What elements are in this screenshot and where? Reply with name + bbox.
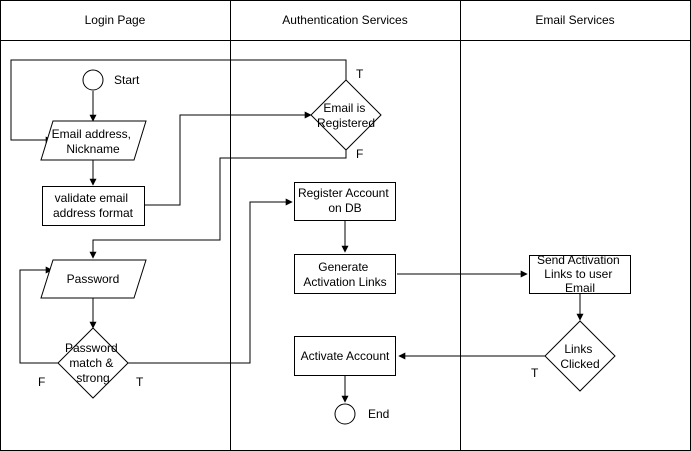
end-node bbox=[334, 403, 356, 425]
generate-links-line-1: Generate bbox=[318, 260, 368, 274]
register-account-node bbox=[294, 182, 396, 221]
password-check-label: Password match & strong bbox=[65, 341, 121, 385]
validate-email-label: validate email address format bbox=[53, 191, 134, 220]
password-input-node bbox=[40, 259, 147, 299]
send-links-label: Send Activation Links to user Email bbox=[537, 253, 623, 295]
edge-validate-to-registered bbox=[145, 111, 312, 206]
password-check-line-3: strong bbox=[76, 371, 109, 385]
edge-check-false-loop bbox=[19, 266, 58, 364]
email-input-node bbox=[40, 120, 147, 161]
generate-links-node bbox=[294, 254, 396, 294]
validate-email-line-2: address format bbox=[53, 206, 134, 220]
generate-links-line-2: Activation Links bbox=[303, 275, 386, 289]
send-links-line-1: Send Activation bbox=[537, 253, 620, 267]
start-label: Start bbox=[114, 73, 140, 87]
lane-title-authentication-services: Authentication Services bbox=[282, 13, 407, 27]
lane-title-email-services: Email Services bbox=[535, 13, 614, 27]
links-clicked-label: Links Clicked bbox=[560, 342, 599, 371]
nodes bbox=[40, 69, 631, 425]
password-input-line-1: Password bbox=[67, 272, 120, 286]
register-account-line-2: on DB bbox=[328, 201, 361, 215]
send-links-node bbox=[529, 255, 631, 294]
end-label: End bbox=[368, 407, 389, 421]
activate-account-label: Activate Account bbox=[301, 349, 390, 363]
password-false-label: F bbox=[38, 375, 45, 389]
register-account-label: Register Account on DB bbox=[298, 186, 392, 215]
validate-email-line-1: validate email bbox=[55, 191, 128, 205]
password-input-label: Password bbox=[67, 272, 120, 286]
connectors bbox=[10, 59, 584, 403]
send-links-line-2: Links to user bbox=[544, 267, 612, 281]
edge-check-true-to-register bbox=[128, 198, 293, 364]
links-clicked-node bbox=[544, 320, 616, 392]
email-registered-line-1: Email is bbox=[323, 101, 365, 115]
activate-account-line-1: Activate Account bbox=[301, 349, 390, 363]
lane-title-login-page: Login Page bbox=[85, 13, 146, 27]
email-input-line-2: Nickname bbox=[66, 142, 120, 156]
edge-registered-true-loop bbox=[10, 59, 347, 144]
generate-links-label: Generate Activation Links bbox=[303, 260, 386, 289]
registered-false-label: F bbox=[356, 147, 363, 161]
email-registered-label: Email is Registered bbox=[317, 101, 375, 130]
password-check-line-1: Password bbox=[65, 341, 118, 355]
password-true-label: T bbox=[136, 375, 144, 389]
registered-true-label: T bbox=[356, 67, 364, 81]
links-clicked-line-1: Links bbox=[564, 342, 592, 356]
email-registered-node bbox=[310, 79, 382, 151]
email-input-label: Email address, Nickname bbox=[52, 127, 135, 156]
send-links-line-3: Email bbox=[565, 281, 595, 295]
start-node bbox=[82, 69, 104, 91]
links-clicked-line-2: Clicked bbox=[560, 357, 599, 371]
email-registered-line-2: Registered bbox=[317, 116, 375, 130]
password-check-node bbox=[57, 327, 129, 399]
validate-email-node bbox=[42, 186, 145, 226]
edge-registered-false-to-password bbox=[89, 150, 347, 259]
activate-account-node bbox=[294, 336, 396, 376]
email-input-line-1: Email address, bbox=[52, 127, 131, 141]
register-account-line-1: Register Account bbox=[298, 186, 389, 200]
clicked-true-label: T bbox=[531, 366, 539, 380]
password-check-line-2: match & bbox=[69, 356, 113, 370]
